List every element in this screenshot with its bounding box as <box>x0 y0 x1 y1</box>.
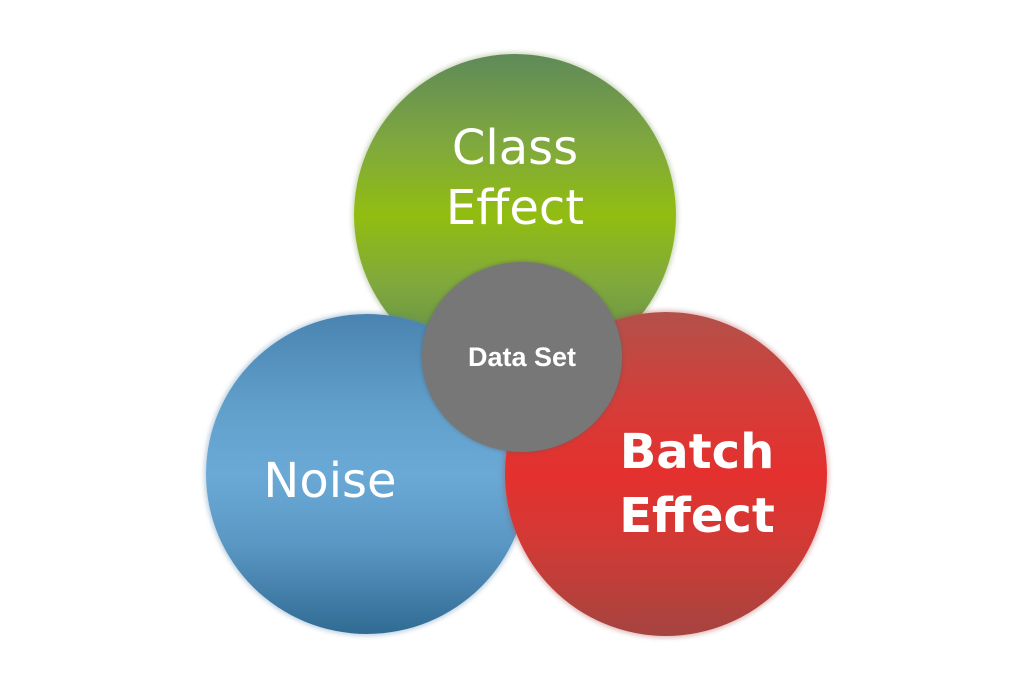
data-set-circle <box>422 262 622 452</box>
batch-effect-label: Batch Effect <box>597 420 797 548</box>
noise-label-line-1: Noise <box>263 453 397 509</box>
noise-label: Noise <box>230 451 430 511</box>
class-effect-label-line-2: Effect <box>445 180 585 236</box>
class-effect-label-line-1: Class <box>451 120 579 176</box>
batch-effect-label-line-2: Effect <box>619 488 775 544</box>
class-effect-label: Class Effect <box>415 118 615 238</box>
data-set-label: Data Set <box>422 340 622 374</box>
batch-effect-label-line-1: Batch <box>619 424 775 480</box>
data-set-label-line-1: Data Set <box>467 342 577 372</box>
